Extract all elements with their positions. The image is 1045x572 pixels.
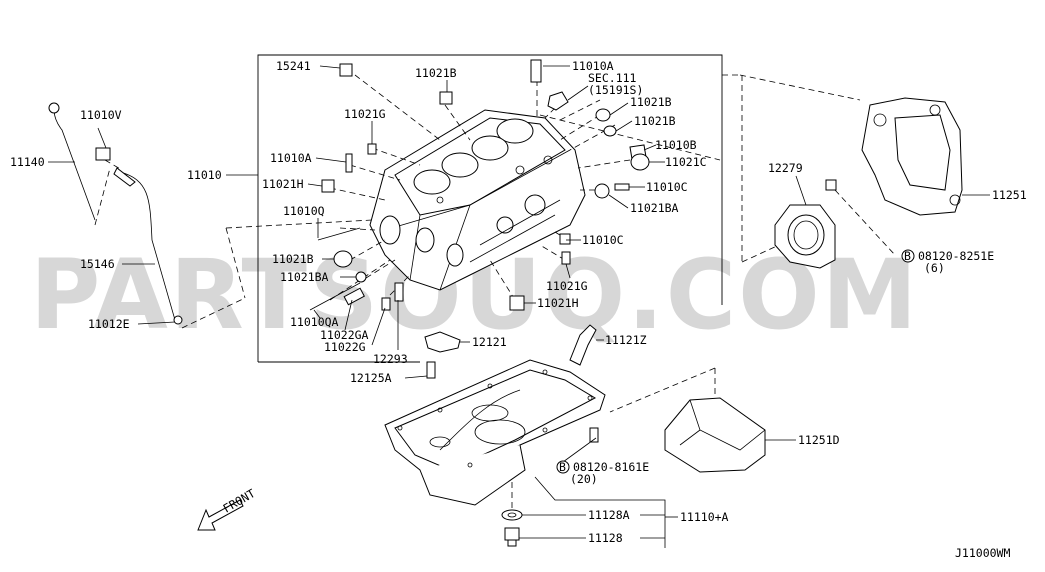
rear-seal-retainer [774,179,896,269]
label-sec-111: SEC.111 [588,71,637,85]
label-11010c-b: 11010C [582,233,624,247]
rear-plate [861,97,963,216]
plug-15241 [339,63,353,77]
label-11021ba-left: 11021BA [280,270,329,284]
label-11022g: 11022G [324,340,366,354]
block-dash-leaders [225,74,721,301]
bolt-b-marker-2-label: B [559,460,566,474]
label-11021b-c: 11021B [634,114,676,128]
label-sec-15191s: (15191S) [588,83,643,97]
label-11022ga: 11022GA [320,328,369,342]
cylinder-block [369,109,586,291]
oil-level-gauge [48,102,246,329]
label-11021b-left: 11021B [272,252,314,266]
label-bolt-qty-20: (20) [570,472,598,486]
label-11251: 11251 [992,188,1027,202]
bolt-b-marker-1 [901,249,915,263]
label-11010v: 11010V [80,108,122,122]
front-arrow-icon [197,499,244,531]
label-11010qa: 11010QA [290,315,339,329]
label-11010a-top: 11010A [572,59,614,73]
label-11010q: 11010Q [283,204,325,218]
leader-lines [48,65,990,548]
label-11010b: 11010B [655,138,697,152]
part-labels: 15241 11021B 11010A SEC.111 (15191S) 110… [10,59,1027,560]
label-11021g-a: 11021G [344,107,386,121]
label-11021g-b: 11021G [546,279,588,293]
label-11140: 11140 [10,155,45,169]
label-11110a: 11110+A [680,510,729,524]
label-15241: 15241 [276,59,311,73]
label-12279: 12279 [768,161,803,175]
rear-dash-line-2 [739,74,861,101]
label-11251d: 11251D [798,433,840,447]
label-11128: 11128 [588,531,623,545]
baffle-plate [609,367,766,473]
label-11128a: 11128A [588,508,630,522]
label-11021b-a: 11021B [415,66,457,80]
oil-strainer-parts [424,324,599,443]
label-11010a-left: 11010A [270,151,312,165]
label-15146: 15146 [80,257,115,271]
label-11021b-b: 11021B [630,95,672,109]
label-11021h-b: 11021H [537,296,579,310]
label-12293: 12293 [373,352,408,366]
front-label: FRONT [221,486,258,515]
rear-group-dash [722,74,743,262]
bolt-b-marker-1-label: B [904,249,911,263]
bolt-b-marker-2 [556,460,570,474]
label-11010c-a: 11010C [646,180,688,194]
label-11012e: 11012E [88,317,130,331]
label-12121: 12121 [472,335,507,349]
block-group-frame [257,54,723,362]
label-11010: 11010 [187,168,222,182]
label-11021h-left: 11021H [262,177,304,191]
label-12125a: 12125A [350,371,392,385]
small-block-parts [309,59,650,311]
drain-plug [501,509,523,547]
label-bolt-08120-8251e: 08120-8251E [918,249,994,263]
label-11021ba-right: 11021BA [630,201,679,215]
label-11121z: 11121Z [605,333,647,347]
oil-pan [384,359,606,512]
label-11021c: 11021C [665,155,707,169]
label-bolt-qty-6: (6) [924,261,945,275]
diagram-code: J11000WM [955,546,1010,560]
label-bolt-08120-8161e: 08120-8161E [573,460,649,474]
